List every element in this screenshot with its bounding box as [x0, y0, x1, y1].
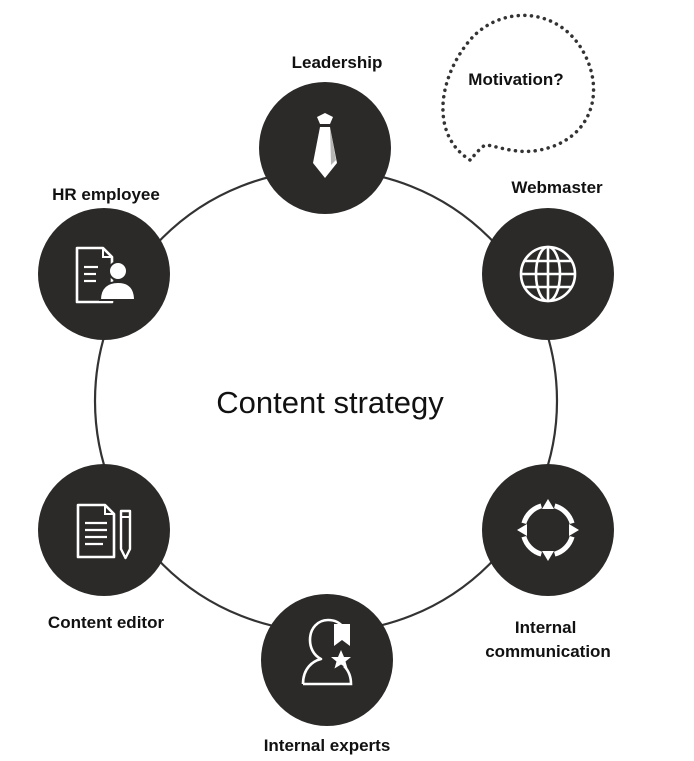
node-hr-employee: HR employee — [38, 185, 170, 340]
internal-experts-node-circle — [261, 594, 393, 726]
document-pencil-icon — [76, 503, 132, 560]
content-editor-label: Content editor — [48, 613, 165, 632]
tie-icon — [313, 113, 337, 178]
center-label: Content strategy — [216, 385, 444, 420]
internal-experts-label: Internal experts — [264, 736, 391, 755]
node-webmaster: Webmaster — [482, 178, 614, 340]
leadership-label: Leadership — [292, 53, 383, 72]
motivation-callout: Motivation? — [441, 13, 596, 163]
callout-label: Motivation? — [468, 70, 563, 89]
node-content-editor: Content editor — [38, 464, 170, 632]
expert-badge-icon — [301, 618, 353, 686]
profile-document-icon — [75, 246, 137, 304]
webmaster-label: Webmaster — [511, 178, 603, 197]
internal-communication-label-line-1: Internal — [515, 618, 576, 637]
hr-employee-label: HR employee — [52, 185, 160, 204]
internal-communication-label-line-2: communication — [485, 642, 611, 661]
internal-communication-node-circle — [482, 464, 614, 596]
callout-bubble-outline — [441, 13, 596, 163]
internal-communication-label: Internal communication — [485, 618, 611, 661]
node-leadership: Leadership — [259, 53, 391, 214]
cycle-arrows-icon — [517, 499, 579, 561]
node-internal-communication: Internal communication — [482, 464, 614, 661]
node-internal-experts: Internal experts — [261, 594, 393, 755]
hr-employee-node-circle — [38, 208, 170, 340]
globe-icon — [519, 245, 577, 303]
